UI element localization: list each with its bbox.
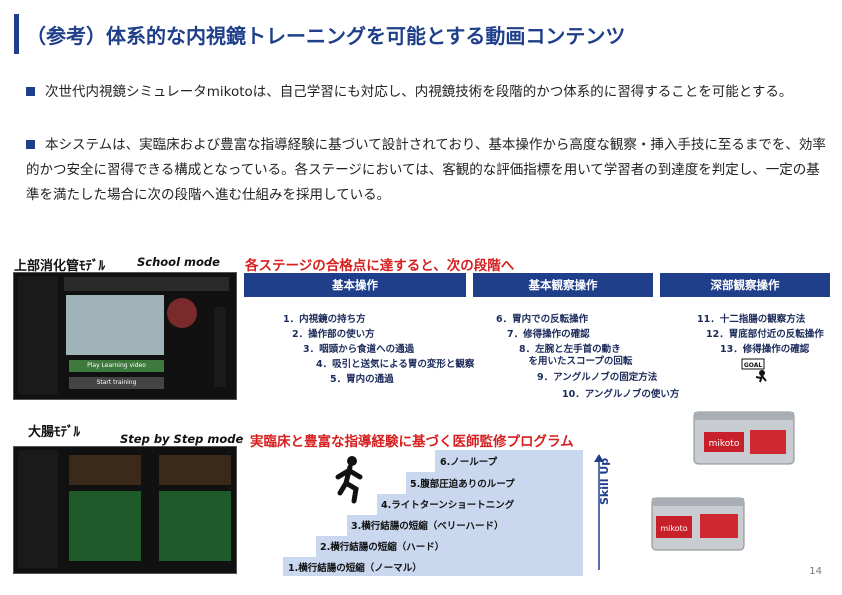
runner-icon	[330, 455, 370, 505]
stages-headline: 各ステージの合格点に達すると、次の段階へ	[245, 258, 515, 274]
stair-step-1	[283, 557, 583, 576]
svg-text:GOAL: GOAL	[744, 362, 763, 369]
sim-toolbar	[64, 277, 229, 291]
stair-label: 5.腹部圧迫ありのループ	[410, 479, 515, 490]
sim-endoscope-view	[167, 298, 197, 328]
step-item: 2．操作部の使い方	[292, 329, 375, 340]
step-item: 4．吸引と送気による胃の変形と観察	[316, 359, 475, 370]
colon-image-left	[69, 455, 141, 485]
svg-text:mikoto: mikoto	[660, 524, 687, 533]
play-learning-video-button[interactable]: Play Learning video	[69, 360, 164, 372]
upper-model-screenshot: Play Learning video Start training	[13, 272, 237, 400]
step-item: 10．アングルノブの使い方	[562, 389, 680, 400]
stage-basic-observation: 基本観察操作	[473, 273, 653, 297]
square-bullet-icon	[26, 87, 35, 96]
step-item: 6．胃内での反転操作	[496, 314, 589, 325]
sim-right-icons	[214, 307, 226, 387]
stair-step-4	[377, 494, 583, 515]
stair-label: 3.横行結腸の短縮（ベリーハード）	[351, 521, 504, 532]
step-item: 1．内視鏡の持ち方	[283, 314, 366, 325]
mikoto-device-case-2: mikoto	[648, 490, 748, 554]
step-item: 3．咽頭から食道への通過	[303, 344, 415, 355]
start-training-button[interactable]: Start training	[69, 377, 164, 389]
step-item: 7．修得操作の確認	[507, 329, 590, 340]
stair-label: 6.ノーループ	[440, 457, 498, 468]
stair-step-6	[435, 450, 583, 472]
stage-basic-operation: 基本操作	[244, 273, 466, 297]
svg-text:mikoto: mikoto	[709, 439, 740, 449]
page-number: 14	[809, 566, 822, 577]
square-bullet-icon	[26, 140, 35, 149]
stair-step-3	[347, 515, 583, 536]
program-headline: 実臨床と豊富な指導経験に基づく医師監修プログラム	[250, 434, 574, 450]
goal-runner-icon: GOAL	[740, 357, 770, 387]
sim-sidebar	[18, 276, 58, 394]
colon-step-grid-right	[159, 491, 231, 561]
page-title: （参考）体系的な内視鏡トレーニングを可能とする動画コンテンツ	[26, 24, 626, 48]
stair-step-2	[316, 536, 583, 557]
sim-sidebar	[18, 450, 58, 568]
school-mode-label: School mode	[137, 255, 220, 269]
mikoto-device-case-1: mikoto	[690, 402, 798, 468]
skill-up-label: Skill Up	[598, 457, 611, 505]
step-item: 12．胃底部付近の反転操作	[706, 329, 824, 340]
step-item: 5．胃内の通過	[330, 374, 394, 385]
colon-model-screenshot	[13, 446, 237, 574]
skill-up-axis	[592, 452, 606, 572]
step-item: を用いたスコープの回転	[519, 356, 633, 367]
bullet-1: 次世代内視鏡シミュレータmikotoは、自己学習にも対応し、内視鏡技術を段階的か…	[26, 80, 826, 105]
step-item: 13．修得操作の確認	[720, 344, 810, 355]
bullet-2: 本システムは、実臨床および豊富な指導経験に基づいて設計されており、基本操作から高…	[26, 137, 826, 203]
sim-video-frame	[66, 295, 164, 355]
step-item: 9．アングルノブの固定方法	[537, 372, 658, 383]
stair-label: 2.横行結腸の短縮（ハード）	[320, 542, 445, 553]
stair-label: 4.ライトターンショートニング	[381, 500, 515, 511]
stair-label: 1.横行結腸の短縮（ノーマル）	[288, 563, 422, 574]
upper-model-label: 上部消化管ﾓﾃﾞﾙ	[14, 259, 106, 274]
colon-model-label: 大腸ﾓﾃﾞﾙ	[28, 425, 81, 440]
colon-image-right	[159, 455, 231, 485]
step-item: 8．左腕と左手首の動き	[519, 344, 621, 355]
step-item: 11．十二指腸の観察方法	[697, 314, 806, 325]
stage-deep-observation: 深部観察操作	[660, 273, 830, 297]
stair-step-5	[406, 472, 583, 494]
title-accent-bar	[14, 14, 19, 54]
colon-step-grid-left	[69, 491, 141, 561]
step-by-step-mode-label: Step by Step mode	[120, 432, 244, 446]
